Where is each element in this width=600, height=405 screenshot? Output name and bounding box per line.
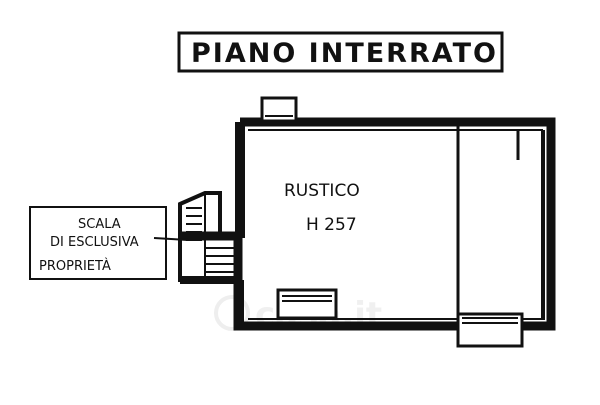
room-name: RUSTICO bbox=[284, 181, 360, 201]
title-frame bbox=[177, 31, 504, 73]
stair-note-line-2: DI ESCLUSIVA bbox=[50, 235, 139, 250]
title-block: PIANO INTERRATO bbox=[177, 31, 504, 73]
windows bbox=[260, 96, 524, 348]
bottom-left-window bbox=[276, 288, 338, 320]
top-window bbox=[260, 96, 298, 123]
stair-note-line-1: SCALA bbox=[78, 217, 121, 232]
room-height: H 257 bbox=[306, 215, 357, 235]
watermark-logo-icon bbox=[214, 295, 250, 331]
stair-note: SCALA DI ESCLUSIVA PROPRIETÀ bbox=[29, 206, 189, 280]
page-title: PIANO INTERRATO bbox=[191, 38, 498, 69]
stair-note-leader bbox=[153, 237, 189, 241]
room-label: RUSTICO H 257 bbox=[284, 181, 360, 235]
bottom-right-window bbox=[456, 312, 524, 348]
stair-outline bbox=[178, 191, 242, 282]
staircase bbox=[178, 191, 242, 282]
stair-note-frame bbox=[29, 206, 167, 280]
stair-note-line-3: PROPRIETÀ bbox=[39, 258, 111, 274]
